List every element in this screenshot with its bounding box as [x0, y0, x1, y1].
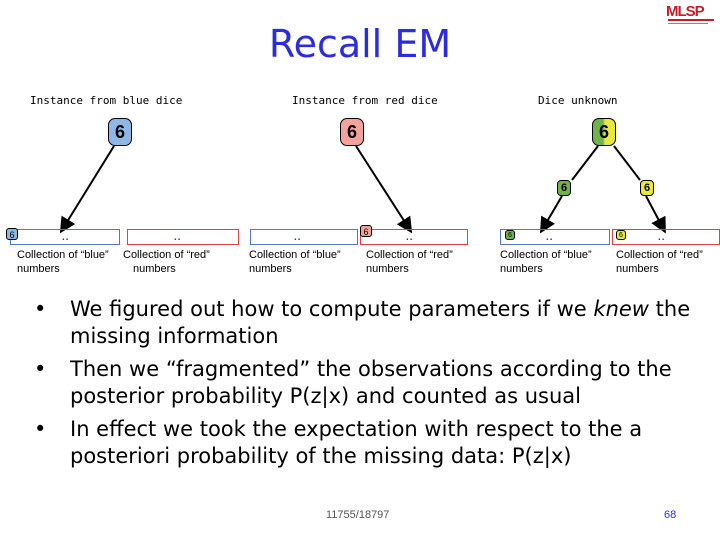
- course-footer: 11755/18797: [326, 509, 389, 521]
- caption-blue-3-line2: numbers: [500, 263, 543, 275]
- caption-blue-3: Collection of “blue” numbers: [500, 248, 592, 276]
- dots-3: ..: [294, 232, 302, 243]
- caption-blue-2: Collection of “blue” numbers: [249, 248, 341, 276]
- mini-blue-die: 6: [6, 228, 18, 240]
- caption-red-3-line2: numbers: [616, 263, 659, 275]
- red-collection-box-2: [360, 229, 468, 245]
- bullet-item: • Then we “fragmented” the observations …: [34, 356, 694, 410]
- fragment-green-die: 6: [557, 180, 571, 196]
- bullet-mark: •: [34, 416, 46, 443]
- mini-red-die: 6: [360, 225, 372, 237]
- caption-blue-2-line1: Collection of “blue”: [249, 249, 341, 261]
- caption-red-3: Collection of “red” numbers: [616, 248, 720, 276]
- bullet-2-text: Then we “fragmented” the observations ac…: [70, 357, 672, 408]
- red-collection-box-1: [127, 229, 239, 245]
- mini-green-die: 6: [505, 230, 515, 240]
- dots-6: ..: [658, 232, 666, 243]
- bullet-mark: •: [34, 296, 46, 323]
- fragment-yellow-die: 6: [640, 180, 654, 196]
- bullet-mark: •: [34, 356, 46, 383]
- caption-red-1-line1: Collection of “red”: [123, 249, 210, 261]
- caption-red-2: Collection of “red” numbers: [366, 248, 453, 276]
- caption-blue-3-line1: Collection of “blue”: [500, 249, 592, 261]
- mini-yellow-die: 6: [616, 230, 626, 240]
- caption-blue-1: Collection of “blue” numbers: [17, 248, 109, 276]
- caption-red-3-line1: Collection of “red”: [616, 249, 703, 261]
- dots-4: ..: [406, 232, 414, 243]
- caption-blue-1-line2: numbers: [17, 263, 60, 275]
- bullet-1-emphasis: knew: [593, 297, 649, 321]
- bullet-list: • We figured out how to compute paramete…: [34, 296, 694, 476]
- dots-5: ..: [546, 232, 554, 243]
- bullet-item: • We figured out how to compute paramete…: [34, 296, 694, 350]
- caption-red-2-line2: numbers: [366, 263, 409, 275]
- unknown-die: 6: [592, 118, 616, 146]
- caption-red-1-line2: numbers: [123, 263, 176, 275]
- dots-1: ..: [62, 232, 70, 243]
- caption-red-2-line1: Collection of “red”: [366, 249, 453, 261]
- bullet-item: • In effect we took the expectation with…: [34, 416, 694, 470]
- caption-blue-1-line1: Collection of “blue”: [17, 249, 109, 261]
- bullet-1-text: We figured out how to compute parameters…: [70, 297, 593, 321]
- caption-blue-2-line2: numbers: [249, 263, 292, 275]
- page-number: 68: [664, 509, 676, 521]
- dots-2: ..: [174, 232, 182, 243]
- blue-collection-box-2: [250, 229, 358, 245]
- blue-die: 6: [108, 118, 132, 146]
- caption-red-1: Collection of “red” numbers: [123, 248, 210, 276]
- red-collection-box-3: [612, 229, 720, 245]
- blue-collection-box-3: [500, 229, 610, 245]
- red-die: 6: [340, 118, 364, 146]
- bullet-3-text: In effect we took the expectation with r…: [70, 417, 642, 468]
